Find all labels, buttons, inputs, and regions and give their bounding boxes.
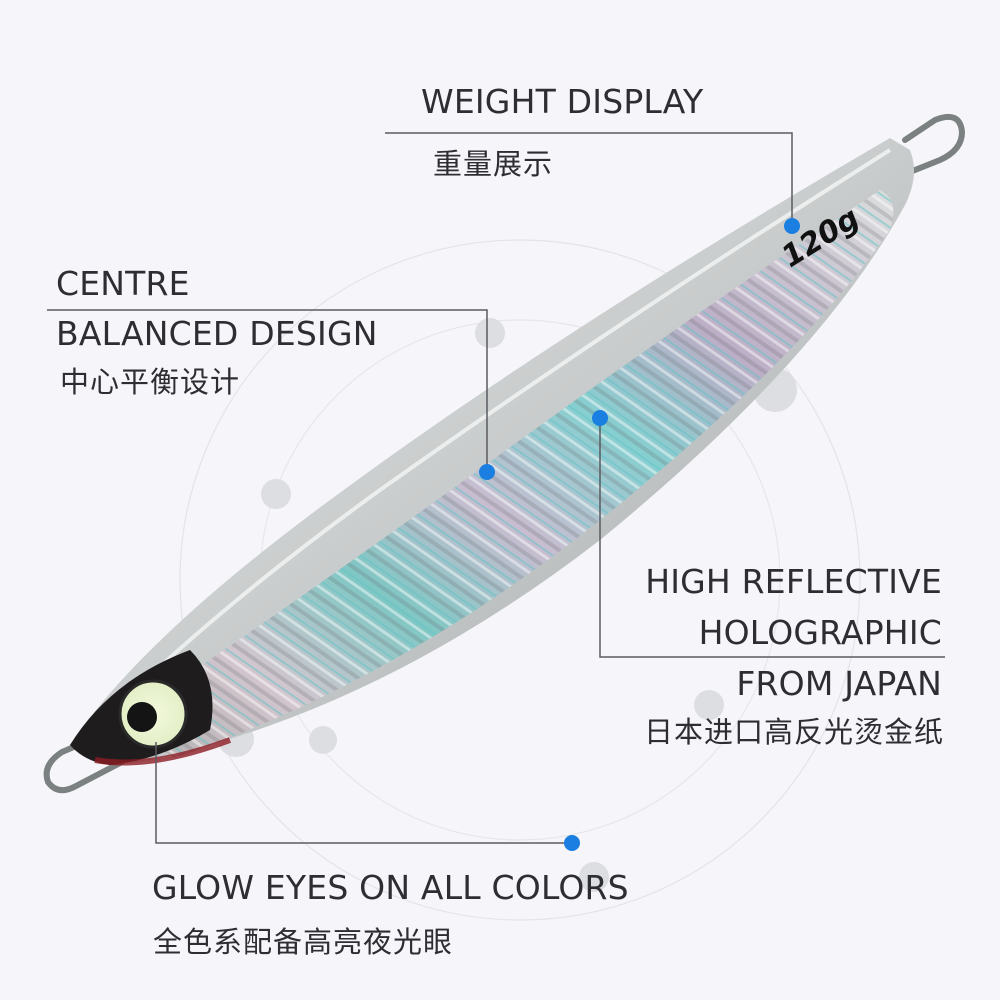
decor-dot xyxy=(579,862,609,892)
decor-dot xyxy=(475,318,505,348)
callout-dot-weight xyxy=(784,218,800,234)
holographic-title-line1: HIGH REFLECTIVE xyxy=(645,562,942,601)
tail-split-ring-icon xyxy=(902,114,966,175)
glow-eyes-subtitle: 全色系配备高亮夜光眼 xyxy=(153,925,454,959)
decor-dot xyxy=(694,690,724,720)
holographic-title-line2: HOLOGRAPHIC xyxy=(698,613,942,652)
decor-dot xyxy=(309,726,337,754)
holographic-subtitle: 日本进口高反光烫金纸 xyxy=(643,715,944,749)
callout-dot-holographic xyxy=(592,410,608,426)
decor-dot xyxy=(261,479,291,509)
callout-dot-glow-eyes xyxy=(564,835,580,851)
glow-eyes-title: GLOW EYES ON ALL COLORS xyxy=(152,868,629,907)
weight-display-subtitle: 重量展示 xyxy=(433,147,554,181)
weight-display-title: WEIGHT DISPLAY xyxy=(421,82,704,121)
balance-title-line1: CENTRE xyxy=(56,264,190,303)
balance-subtitle: 中心平衡设计 xyxy=(60,365,241,399)
holographic-title-line3: FROM JAPAN xyxy=(736,664,942,703)
balance-title-line2: BALANCED DESIGN xyxy=(56,314,378,353)
callout-dot-balance xyxy=(479,464,495,480)
head-split-ring-icon xyxy=(43,735,125,794)
eye-pupil xyxy=(127,702,157,732)
lure-body xyxy=(70,138,914,763)
